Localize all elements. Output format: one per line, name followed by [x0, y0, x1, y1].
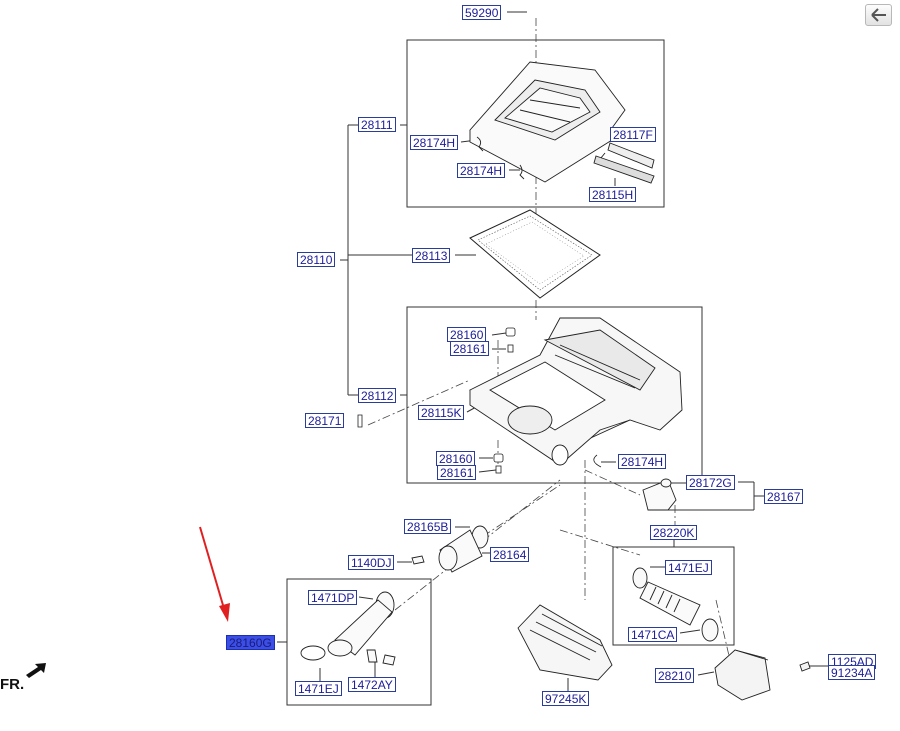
part-label-28174h[interactable]: 28174H — [410, 135, 459, 150]
maf-sensor-part — [411, 525, 489, 573]
lower-body-part — [469, 317, 683, 466]
part-label-1472ay[interactable]: 1472AY — [348, 677, 396, 692]
part-label-28115h[interactable]: 28115H — [589, 187, 637, 202]
part-label-28161[interactable]: 28161 — [437, 465, 477, 480]
part-label-28160[interactable]: 28160 — [436, 451, 476, 466]
part-label-28164[interactable]: 28164 — [490, 547, 530, 562]
part-label-28171[interactable]: 28171 — [305, 413, 345, 428]
back-arrow-icon — [871, 8, 886, 22]
upper-cover-part — [469, 61, 626, 183]
part-label-28167[interactable]: 28167 — [764, 489, 804, 504]
air-duct-part — [714, 649, 811, 701]
part-label-1471ej[interactable]: 1471EJ — [295, 681, 342, 696]
front-direction-label: FR. — [0, 676, 25, 693]
red-pointer-arrow — [199, 526, 230, 622]
part-label-28110[interactable]: 28110 — [297, 252, 336, 267]
intake-hose-part — [632, 567, 719, 642]
part-label-28165b[interactable]: 28165B — [404, 519, 452, 534]
part-label-28113[interactable]: 28113 — [412, 248, 451, 263]
part-label-1471dp[interactable]: 1471DP — [308, 590, 358, 605]
part-label-1140dj[interactable]: 1140DJ — [348, 555, 395, 570]
part-label-91234a[interactable]: 91234A — [828, 665, 876, 680]
front-direction-icon — [26, 663, 46, 678]
resonator-part — [300, 591, 396, 666]
back-button[interactable] — [865, 4, 892, 26]
clip-parts — [476, 136, 655, 184]
part-label-28174h[interactable]: 28174H — [618, 454, 667, 469]
part-label-28111[interactable]: 28111 — [358, 117, 396, 132]
part-label-1471ej[interactable]: 1471EJ — [665, 560, 712, 575]
upper-cover-group-box — [406, 39, 665, 208]
part-label-59290[interactable]: 59290 — [462, 5, 502, 20]
part-label-28174h[interactable]: 28174H — [457, 163, 506, 178]
part-label-28117f[interactable]: 28117F — [610, 127, 656, 142]
part-label-97245k[interactable]: 97245K — [542, 691, 590, 706]
part-label-28112[interactable]: 28112 — [358, 388, 397, 403]
part-label-28160[interactable]: 28160 — [447, 327, 487, 342]
air-filter-part — [469, 209, 601, 299]
guide-part — [517, 604, 613, 681]
bracket-part — [642, 478, 677, 511]
part-label-28160g[interactable]: 28160G — [226, 635, 275, 650]
small-fittings — [357, 327, 602, 474]
part-label-28115k[interactable]: 28115K — [418, 405, 465, 420]
part-label-28210[interactable]: 28210 — [655, 668, 695, 683]
part-label-28220k[interactable]: 28220K — [650, 525, 698, 540]
part-label-1471ca[interactable]: 1471CA — [628, 627, 678, 642]
part-label-28172g[interactable]: 28172G — [686, 475, 735, 490]
part-label-28161[interactable]: 28161 — [450, 341, 490, 356]
